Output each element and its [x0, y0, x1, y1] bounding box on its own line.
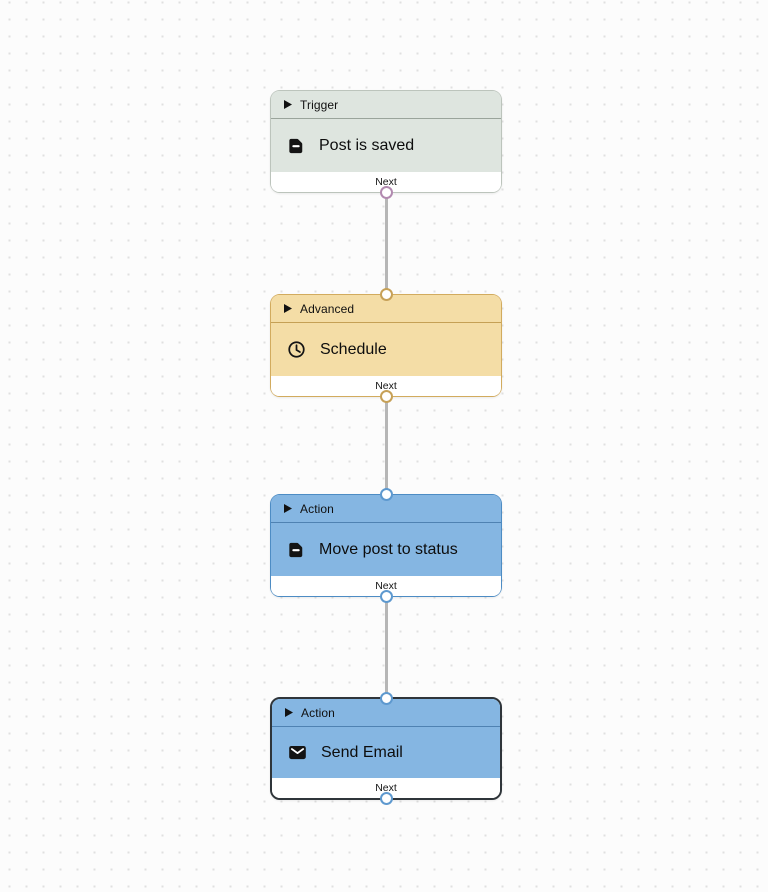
clock-icon: [288, 341, 305, 358]
document-icon: [289, 542, 303, 557]
node-title: Send Email: [321, 743, 403, 761]
output-handle-next[interactable]: [379, 792, 393, 805]
node-trigger-post-is-saved[interactable]: Trigger Post is saved Next: [270, 90, 502, 199]
node-footer: Next: [271, 376, 501, 396]
envelope-icon: [289, 745, 306, 760]
node-body[interactable]: Move post to status: [271, 523, 501, 576]
node-advanced-schedule[interactable]: Advanced Schedule Next: [270, 288, 502, 403]
next-label: Next: [375, 176, 397, 188]
output-handle-next[interactable]: [379, 390, 393, 403]
input-handle[interactable]: [379, 488, 393, 501]
edge-connector-1[interactable]: [384, 193, 388, 294]
next-label: Next: [375, 782, 397, 794]
node-category-label: Action: [301, 705, 335, 720]
node-category-label: Advanced: [300, 301, 355, 316]
node-body[interactable]: Post is saved: [271, 119, 501, 172]
next-label: Next: [375, 380, 397, 392]
node-footer: Next: [271, 172, 501, 192]
edge-connector-2[interactable]: [384, 397, 388, 494]
node-body[interactable]: Send Email: [272, 727, 500, 778]
node-title: Post is saved: [319, 136, 415, 154]
collapse-triangle-icon[interactable]: [285, 708, 293, 717]
node-header[interactable]: Trigger: [271, 91, 501, 119]
collapse-triangle-icon[interactable]: [284, 504, 292, 513]
output-handle-next[interactable]: [379, 186, 393, 199]
node-footer: Next: [272, 778, 500, 798]
node-action-send-email[interactable]: Action Send Email Next: [270, 692, 502, 805]
input-handle[interactable]: [379, 288, 393, 301]
node-body[interactable]: Schedule: [271, 323, 501, 376]
output-handle-next[interactable]: [379, 590, 393, 603]
collapse-triangle-icon[interactable]: [284, 304, 292, 313]
document-icon: [289, 138, 303, 153]
node-footer: Next: [271, 576, 501, 596]
next-label: Next: [375, 580, 397, 592]
input-handle[interactable]: [379, 692, 393, 705]
node-title: Move post to status: [319, 540, 458, 558]
node-action-move-post-to-status[interactable]: Action Move post to status Next: [270, 488, 502, 603]
node-category-label: Action: [300, 501, 334, 516]
collapse-triangle-icon[interactable]: [284, 100, 292, 109]
node-category-label: Trigger: [300, 97, 339, 112]
edge-connector-3[interactable]: [384, 597, 388, 697]
node-title: Schedule: [320, 340, 387, 358]
